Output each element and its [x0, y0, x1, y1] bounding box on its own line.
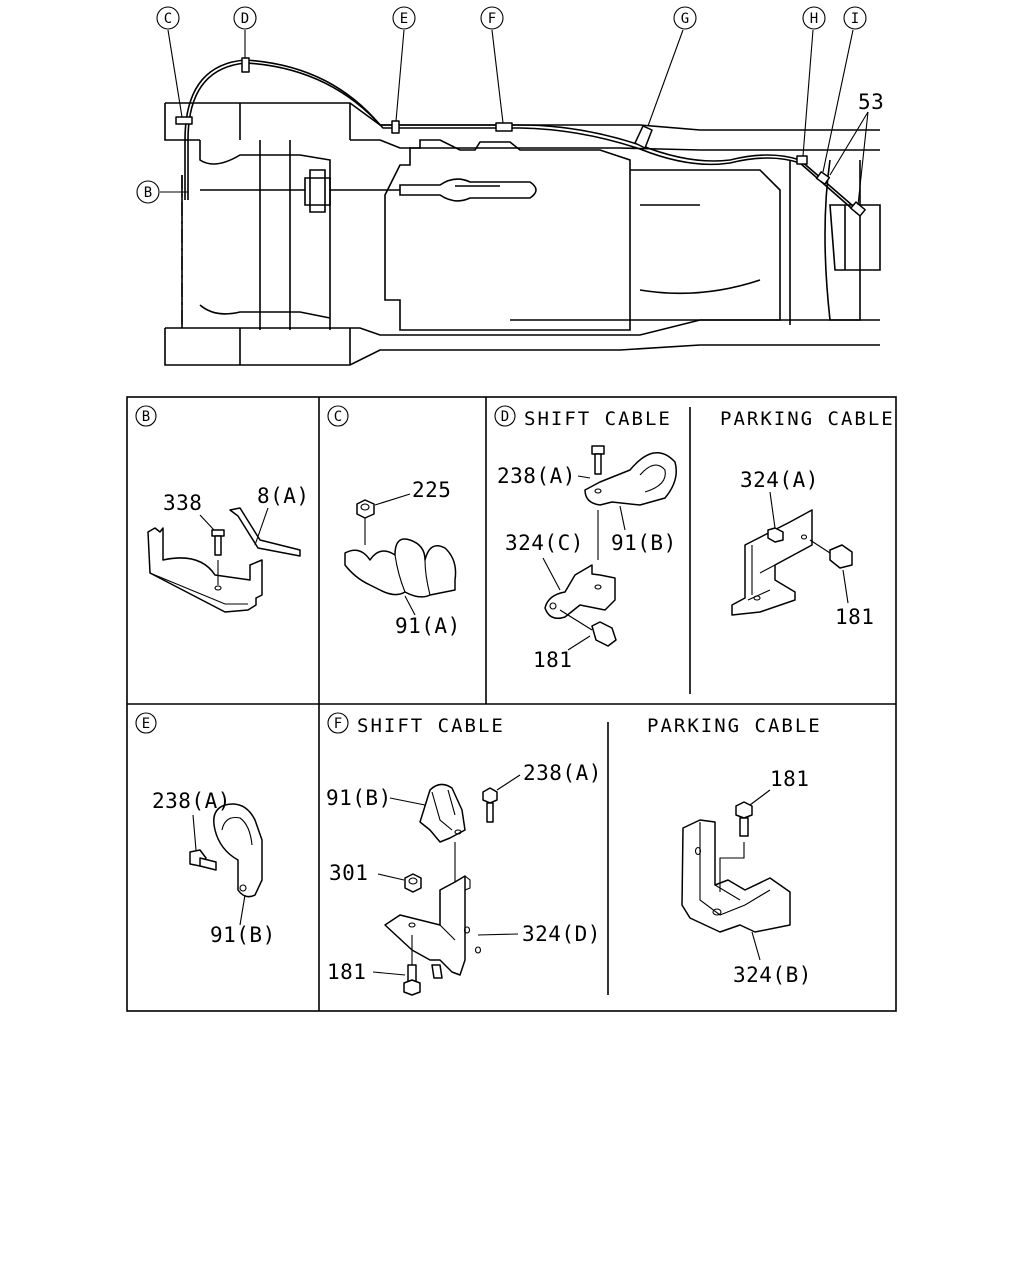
panel-c-letter: C — [334, 409, 342, 425]
svg-text:H: H — [810, 11, 818, 27]
label-324d: 324(D) — [522, 922, 601, 946]
svg-text:C: C — [164, 11, 172, 27]
callout-d: D — [233, 6, 257, 30]
callout-i: I — [843, 6, 867, 30]
svg-text:G: G — [681, 11, 689, 27]
panel-d: D SHIFT CABLE PARKING CABLE 238(A) 91(B)… — [494, 405, 895, 672]
callout-b: B — [136, 180, 160, 204]
label-181-d: 181 — [533, 648, 572, 672]
label-91b-d: 91(B) — [611, 531, 677, 555]
label-238a-f: 238(A) — [523, 761, 602, 785]
panel-e: E 238(A) 91(B) — [135, 712, 276, 947]
callout-g: G — [673, 6, 697, 30]
label-91a: 91(A) — [395, 614, 461, 638]
label-181-dp: 181 — [835, 605, 874, 629]
chassis-overview — [160, 29, 881, 366]
label-238a-d: 238(A) — [497, 464, 576, 488]
panel-f: F SHIFT CABLE PARKING CABLE 238(A) 91(B)… — [326, 712, 822, 996]
panel-c: C 225 91(A) — [327, 405, 461, 638]
panel-e-letter: E — [142, 716, 150, 732]
label-324b: 324(B) — [733, 963, 812, 987]
svg-text:E: E — [400, 11, 408, 27]
panel-d-letter: D — [501, 409, 509, 425]
panel-f-letter: F — [334, 716, 342, 732]
svg-text:B: B — [144, 185, 152, 201]
callout-e: E — [392, 6, 416, 30]
label-53: 53 — [858, 90, 884, 114]
label-225: 225 — [412, 478, 451, 502]
label-301: 301 — [329, 861, 368, 885]
panel-b: B 338 8(A) — [135, 405, 310, 613]
svg-text:I: I — [851, 11, 859, 27]
panel-d-parking-title: PARKING CABLE — [720, 408, 895, 430]
callout-c: C — [156, 6, 180, 30]
panel-d-shift-title: SHIFT CABLE — [524, 408, 672, 430]
label-181-fp: 181 — [770, 767, 809, 791]
svg-text:D: D — [241, 11, 249, 27]
label-324a: 324(A) — [740, 468, 819, 492]
label-338: 338 — [163, 491, 202, 515]
label-91b-e: 91(B) — [210, 923, 276, 947]
callout-f: F — [480, 6, 504, 30]
detail-grid-frame — [126, 396, 897, 1012]
panel-f-parking-title: PARKING CABLE — [647, 715, 822, 737]
label-91b-f: 91(B) — [326, 786, 392, 810]
label-8a: 8(A) — [257, 484, 310, 508]
label-181-f: 181 — [327, 960, 366, 984]
panel-f-shift-title: SHIFT CABLE — [357, 715, 505, 737]
callout-h: H — [802, 6, 826, 30]
label-324c: 324(C) — [505, 531, 584, 555]
label-238a-e: 238(A) — [152, 789, 231, 813]
svg-text:F: F — [488, 11, 496, 27]
panel-b-letter: B — [142, 409, 150, 425]
